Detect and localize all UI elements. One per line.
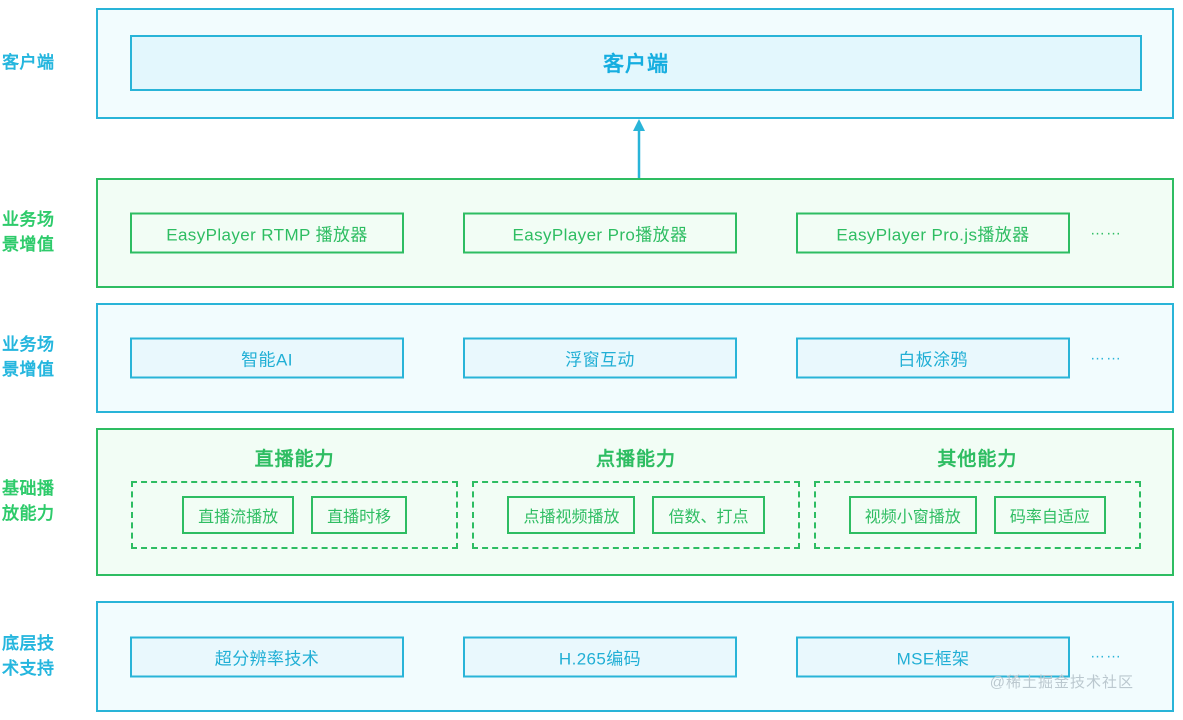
client-box[interactable]: 客户端 bbox=[130, 35, 1142, 91]
capability-chip-abr[interactable]: 码率自适应 bbox=[993, 496, 1106, 534]
upward-arrow-icon bbox=[631, 119, 647, 178]
business-chip-floating-window[interactable]: 浮窗互动 bbox=[463, 337, 737, 379]
capability-group-vod: 点播能力 点播视频播放 倍数、打点 bbox=[472, 444, 800, 549]
row-label-players: 业务场 景增值 bbox=[2, 210, 55, 254]
capability-dashed-other: 视频小窗播放 码率自适应 bbox=[813, 481, 1141, 549]
capability-chip-live-stream[interactable]: 直播流播放 bbox=[182, 496, 295, 534]
players-ellipsis: …… bbox=[1090, 221, 1122, 238]
tech-chip-super-resolution[interactable]: 超分辨率技术 bbox=[130, 636, 404, 677]
business-chip-whiteboard[interactable]: 白板涂鸦 bbox=[796, 337, 1070, 379]
capability-chip-speed-marker[interactable]: 倍数、打点 bbox=[652, 496, 765, 534]
business-ellipsis: …… bbox=[1090, 346, 1122, 363]
tech-chip-mse[interactable]: MSE框架 bbox=[796, 636, 1070, 677]
capability-dashed-vod: 点播视频播放 倍数、打点 bbox=[472, 481, 800, 549]
capability-chip-pip[interactable]: 视频小窗播放 bbox=[848, 496, 977, 534]
capability-groups: 直播能力 直播流播放 直播时移 点播能力 点播视频播放 倍数、打点 其他能力 bbox=[98, 430, 1172, 574]
tech-ellipsis: …… bbox=[1090, 644, 1122, 662]
tech-chip-h265[interactable]: H.265编码 bbox=[463, 636, 737, 677]
row-capability: 基础播 放能力 直播能力 直播流播放 直播时移 点播能力 点播视频播放 倍数、打… bbox=[0, 428, 1183, 576]
capability-group-live: 直播能力 直播流播放 直播时移 bbox=[131, 444, 459, 549]
business-chip-ai[interactable]: 智能AI bbox=[130, 337, 404, 379]
player-chip-rtmp[interactable]: EasyPlayer RTMP 播放器 bbox=[130, 212, 404, 254]
capability-group-title-live: 直播能力 bbox=[254, 449, 335, 470]
players-chip-strip: EasyPlayer RTMP 播放器 EasyPlayer Pro播放器 Ea… bbox=[98, 212, 1172, 254]
row-label-tech: 底层技 术支持 bbox=[2, 633, 55, 678]
row-tech: 底层技 术支持 超分辨率技术 H.265编码 MSE框架 …… @稀土掘金技术社… bbox=[0, 601, 1183, 712]
player-chip-pro[interactable]: EasyPlayer Pro播放器 bbox=[463, 212, 737, 254]
row-label-client: 客户端 bbox=[2, 53, 55, 73]
capability-band: 直播能力 直播流播放 直播时移 点播能力 点播视频播放 倍数、打点 其他能力 bbox=[96, 428, 1174, 576]
row-label-business: 业务场 景增值 bbox=[2, 335, 55, 379]
capability-group-title-vod: 点播能力 bbox=[595, 449, 676, 470]
capability-chip-vod-playback[interactable]: 点播视频播放 bbox=[507, 496, 636, 534]
capability-group-title-other: 其他能力 bbox=[937, 449, 1018, 470]
tech-chip-strip: 超分辨率技术 H.265编码 MSE框架 …… bbox=[98, 636, 1172, 677]
row-label-capability: 基础播 放能力 bbox=[2, 479, 55, 523]
business-band: 智能AI 浮窗互动 白板涂鸦 …… bbox=[96, 303, 1174, 413]
row-client: 客户端 客户端 bbox=[0, 8, 1183, 119]
capability-dashed-live: 直播流播放 直播时移 bbox=[131, 481, 459, 549]
player-chip-projs[interactable]: EasyPlayer Pro.js播放器 bbox=[796, 212, 1070, 254]
capability-group-other: 其他能力 视频小窗播放 码率自适应 bbox=[813, 444, 1141, 549]
capability-chip-live-timeshift[interactable]: 直播时移 bbox=[311, 496, 408, 534]
row-business: 业务场 景增值 智能AI 浮窗互动 白板涂鸦 …… bbox=[0, 303, 1183, 413]
business-chip-strip: 智能AI 浮窗互动 白板涂鸦 …… bbox=[98, 337, 1172, 379]
players-band: EasyPlayer RTMP 播放器 EasyPlayer Pro播放器 Ea… bbox=[96, 178, 1174, 288]
row-players: 业务场 景增值 EasyPlayer RTMP 播放器 EasyPlayer P… bbox=[0, 178, 1183, 288]
watermark: @稀土掘金技术社区 bbox=[989, 674, 1134, 691]
client-band: 客户端 bbox=[96, 8, 1174, 119]
tech-band: 超分辨率技术 H.265编码 MSE框架 …… @稀土掘金技术社区 bbox=[96, 601, 1174, 712]
